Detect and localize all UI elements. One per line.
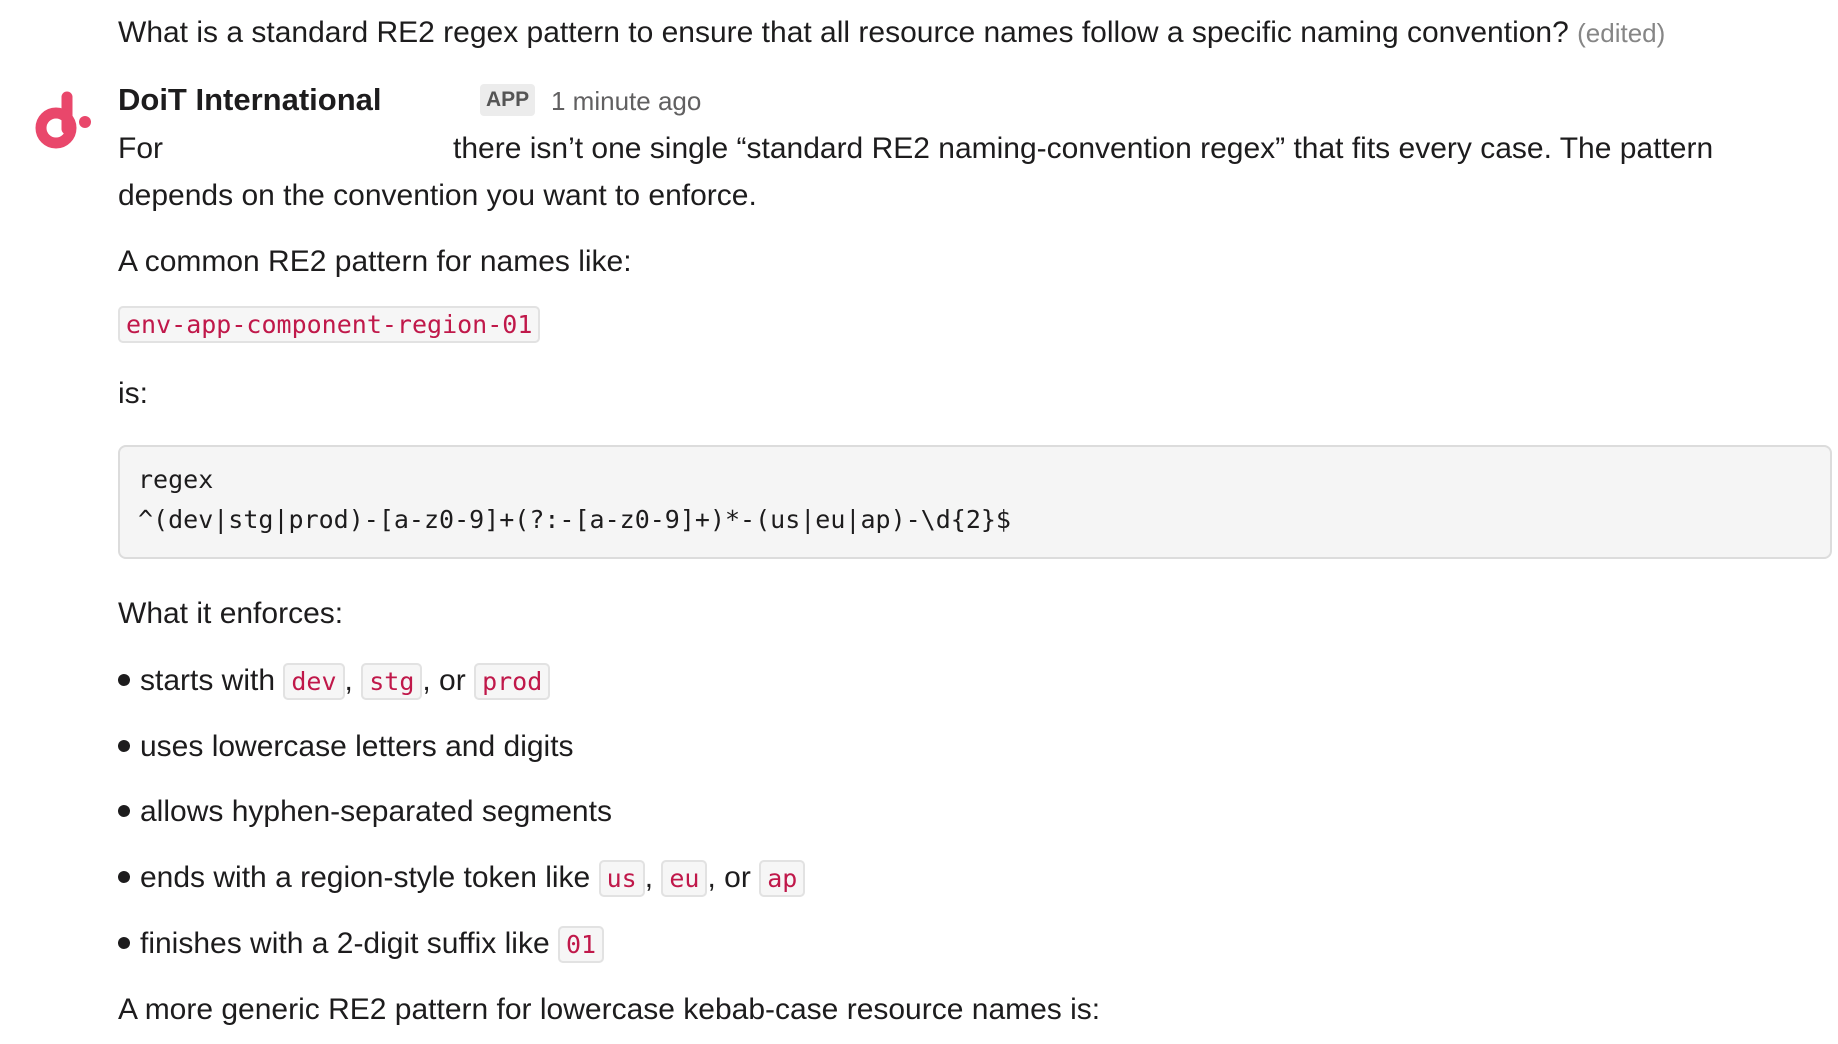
bullet-dot-icon — [118, 674, 130, 687]
code-pattern: ^(dev|stg|prod)-[a-z0-9]+(?:-[a-z0-9]+)*… — [138, 505, 1011, 534]
code-language: regex — [138, 465, 214, 494]
generic-label: A more generic RE2 pattern for lowercase… — [118, 993, 1101, 1026]
doit-logo-icon — [35, 91, 91, 149]
bullet-dot-icon — [118, 740, 130, 753]
bullet-dot-icon — [118, 805, 130, 818]
previous-message: What is a standard RE2 regex pattern to … — [118, 13, 1665, 53]
inline-code-prod: prod — [474, 663, 551, 700]
bullet-item: starts with dev, stg, or prod — [118, 661, 551, 701]
intro-line1: there isn’t one single “standard RE2 nam… — [453, 132, 1714, 165]
avatar[interactable] — [21, 83, 101, 163]
inline-code-stg: stg — [361, 663, 423, 700]
app-badge: APP — [480, 84, 536, 116]
bullet-item: uses lowercase letters and digits — [118, 727, 574, 767]
code-block[interactable]: regex ^(dev|stg|prod)-[a-z0-9]+(?:-[a-z0… — [118, 445, 1832, 559]
enforces-label: What it enforces: — [118, 597, 344, 630]
bullet-item: allows hyphen-separated segments — [118, 792, 612, 832]
intro-prefix: For — [118, 132, 163, 165]
bullet-item: finishes with a 2-digit suffix like 01 — [118, 924, 605, 964]
bullet-dot-icon — [118, 871, 130, 884]
edited-label: (edited) — [1577, 18, 1666, 48]
inline-code-01: 01 — [557, 926, 605, 963]
inline-code-eu: eu — [661, 860, 708, 897]
sender-name[interactable]: DoiT International — [118, 82, 382, 117]
bullet-item: ends with a region-style token like us, … — [118, 858, 806, 898]
timestamp[interactable]: 1 minute ago — [551, 86, 702, 116]
is-label: is: — [118, 377, 148, 410]
inline-code-ap: ap — [759, 860, 806, 897]
common-label: A common RE2 pattern for names like: — [118, 245, 632, 278]
previous-sender-partial — [118, 0, 126, 4]
previous-message-text: What is a standard RE2 regex pattern to … — [118, 16, 1569, 49]
bullet-dot-icon — [118, 937, 130, 950]
example-name-code: env-app-component-region-01 — [118, 306, 541, 343]
message-header: DoiT International — [118, 80, 382, 120]
inline-code-us: us — [598, 860, 645, 897]
inline-code-dev: dev — [283, 663, 345, 700]
example-name-chip: env-app-component-region-01 — [118, 306, 541, 343]
intro-line2: depends on the convention you want to en… — [118, 179, 757, 212]
